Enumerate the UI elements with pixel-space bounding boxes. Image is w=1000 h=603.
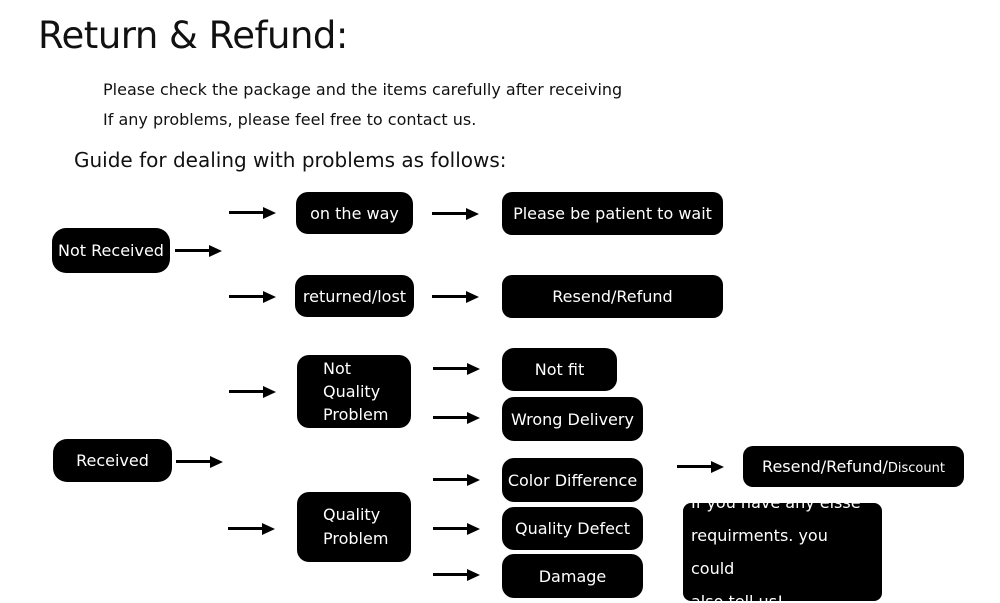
node-please-be-patient: Please be patient to wait: [502, 192, 723, 235]
node-color-difference: Color Difference: [502, 458, 643, 502]
subtitle-line-1: Please check the package and the items c…: [103, 80, 623, 99]
node-resend-refund: Resend/Refund: [502, 275, 723, 318]
node-label: Please be patient to wait: [513, 204, 712, 223]
node-returned-lost: returned/lost: [295, 275, 414, 317]
arrow-right-icon: [433, 568, 480, 581]
node-label: Resend/Refund: [552, 287, 673, 306]
node-label: Not Quality Problem: [323, 359, 389, 424]
node-on-the-way: on the way: [296, 192, 413, 234]
arrow-right-icon: [228, 522, 275, 535]
node-quality-defect: Quality Defect: [502, 507, 643, 550]
node-damage: Damage: [502, 554, 643, 598]
node-label: Quality Problem: [323, 505, 389, 548]
node-label: Resend/Refund/Discount: [762, 457, 945, 476]
arrow-right-icon: [229, 385, 276, 398]
node-label: Not fit: [534, 360, 585, 379]
node-not-quality-problem: Not Quality Problem: [297, 355, 411, 428]
node-label: Color Difference: [507, 470, 638, 490]
page-title: Return & Refund:: [38, 14, 348, 57]
arrow-right-icon: [433, 473, 480, 486]
arrow-right-icon: [433, 522, 480, 535]
node-label: returned/lost: [302, 286, 407, 306]
node-resend-refund-discount: Resend/Refund/Discount: [743, 446, 964, 487]
arrow-right-icon: [432, 290, 479, 303]
node-label-main: Resend/Refund/: [762, 457, 888, 476]
node-wrong-delivery: Wrong Delivery: [502, 397, 643, 441]
node-label: Damage: [538, 566, 607, 586]
node-quality-problem: Quality Problem: [297, 492, 411, 562]
arrow-right-icon: [433, 362, 480, 375]
guide-heading: Guide for dealing with problems as follo…: [74, 148, 507, 172]
node-not-received: Not Received: [52, 228, 170, 273]
arrow-right-icon: [433, 411, 480, 424]
node-label: If you have any elsse requirments. you c…: [691, 493, 861, 603]
node-label: Wrong Delivery: [511, 409, 634, 429]
arrow-right-icon: [229, 206, 276, 219]
arrow-right-icon: [175, 244, 222, 257]
node-label: Quality Defect: [515, 519, 630, 538]
subtitle-line-2: If any problems, please feel free to con…: [103, 110, 477, 129]
arrow-right-icon: [176, 455, 223, 468]
node-label-small: Discount: [887, 461, 945, 476]
node-not-fit: Not fit: [502, 348, 617, 391]
node-received: Received: [53, 439, 172, 482]
node-label: on the way: [310, 203, 399, 223]
arrow-right-icon: [677, 460, 724, 473]
node-extra-note: If you have any elsse requirments. you c…: [683, 493, 882, 603]
node-label: Not Received: [58, 241, 164, 260]
arrow-right-icon: [432, 207, 479, 220]
node-label: Received: [76, 451, 149, 470]
arrow-right-icon: [229, 290, 276, 303]
